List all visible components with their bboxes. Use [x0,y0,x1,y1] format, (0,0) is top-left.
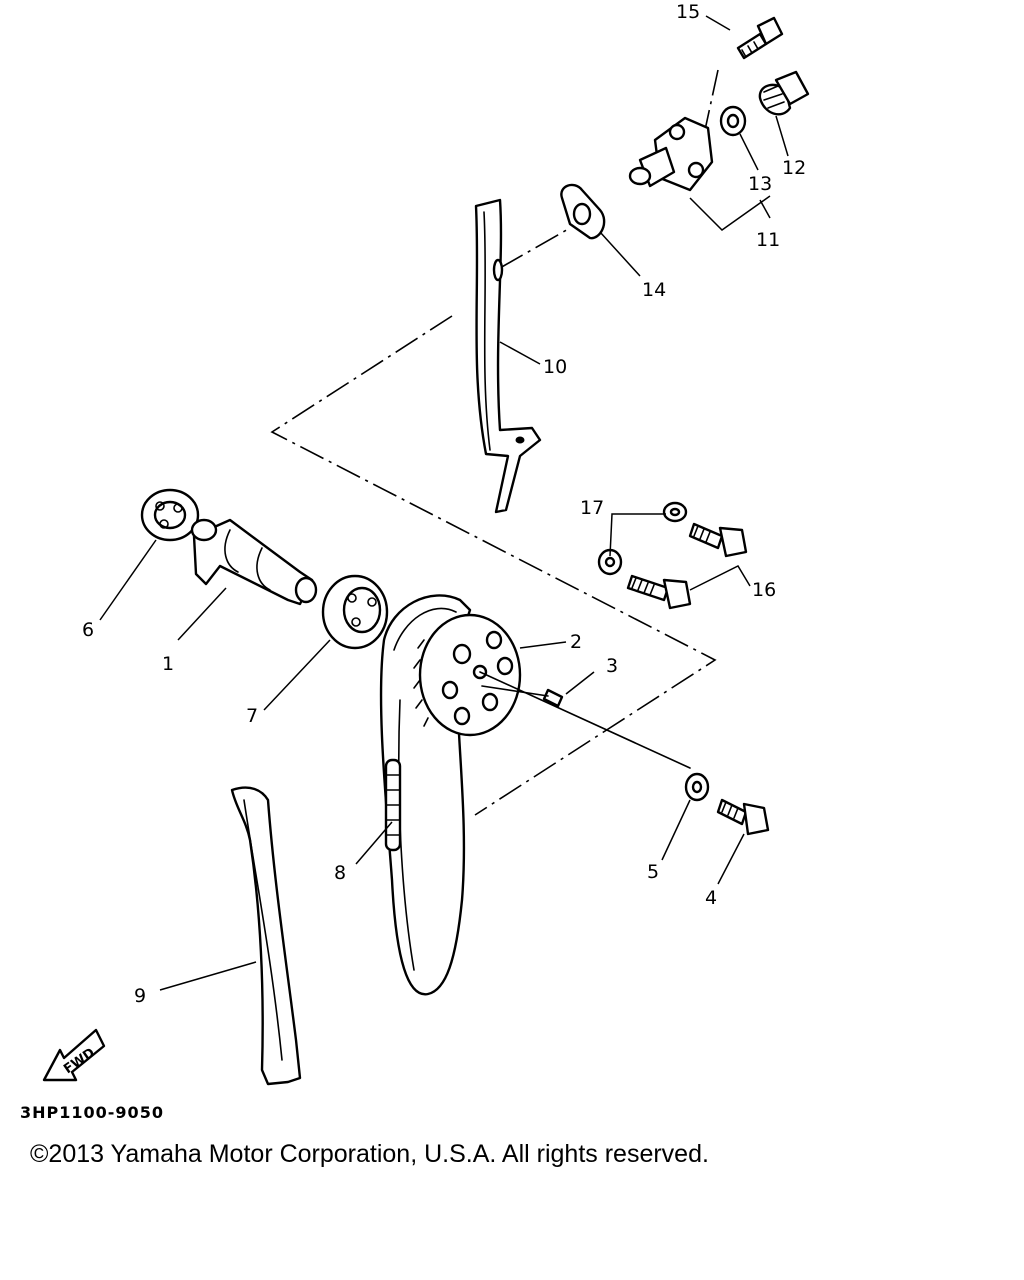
shaft-alignment-line [479,671,691,769]
callout-7: 7 [246,705,258,727]
washer-5 [684,772,710,802]
washer-17-upper [662,501,688,523]
chain-guide-10 [474,198,542,514]
copyright-notice: ©2013 Yamaha Motor Corporation, U.S.A. A… [30,1140,709,1168]
bolt-4 [716,798,770,836]
bolt-16-lower [626,574,692,610]
callout-14: 14 [642,279,666,301]
callout-9: 9 [134,985,146,1007]
callout-leaders [99,15,789,991]
chain-guide-9 [230,786,302,1086]
pin-alignment-line [481,685,549,697]
callout-13: 13 [748,173,772,195]
washer-13 [719,105,747,137]
callout-1: 1 [162,653,174,675]
callout-11: 11 [756,229,780,251]
bearing-6 [140,488,200,542]
callout-2: 2 [570,631,582,653]
gasket-14 [560,183,606,240]
assembly-reference-lines [270,69,719,816]
callout-12: 12 [782,157,806,179]
callout-17: 17 [580,497,604,519]
callout-3: 3 [606,655,618,677]
camshaft-1 [190,518,318,606]
callout-15: 15 [676,1,700,23]
callout-8: 8 [334,862,346,884]
bolt-15 [736,16,784,60]
callout-4: 4 [705,887,717,909]
callout-5: 5 [647,861,659,883]
bolt-16-upper [688,522,748,558]
bearing-7 [321,574,389,650]
dowel-pin-3 [542,688,564,708]
callout-numbers: 15 12 13 11 14 10 17 16 6 1 7 2 3 5 4 8 … [82,1,806,1007]
diagram-code: 3HP1100-9050 [20,1103,164,1122]
fwd-arrow-icon: FWD [42,1028,106,1082]
callout-16: 16 [752,579,776,601]
callout-10: 10 [543,356,567,378]
callout-6: 6 [82,619,94,641]
tensioner-11 [628,116,714,192]
cam-sprocket-2 [413,613,522,737]
plug-bolt-12 [758,70,810,116]
